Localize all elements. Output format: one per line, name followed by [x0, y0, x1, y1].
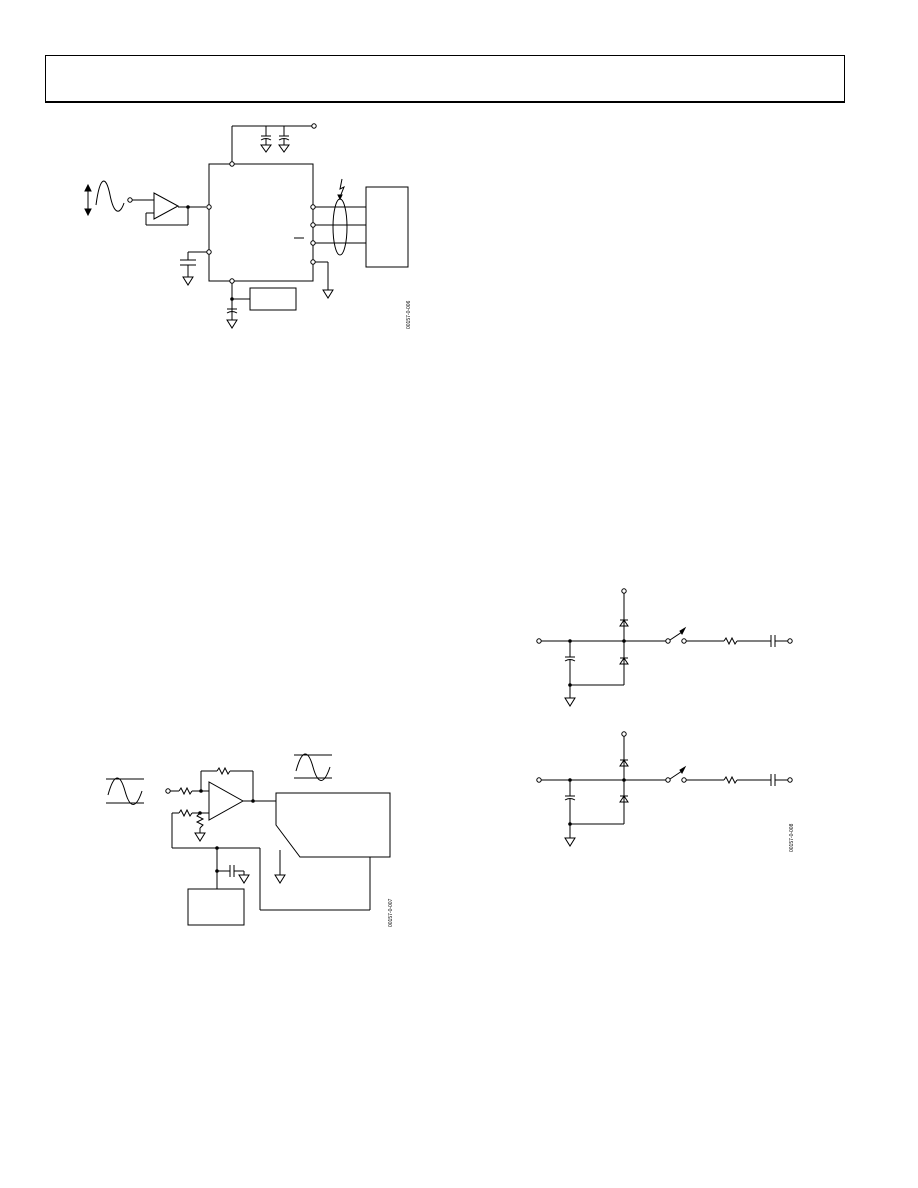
- diode-icon: [619, 619, 629, 627]
- ground-icon: [238, 874, 250, 884]
- ground-icon: [194, 832, 206, 842]
- receiver-block: [365, 186, 409, 268]
- ground-icon: [564, 837, 576, 847]
- figure-code: 00157-0-008: [789, 823, 795, 852]
- opamp-icon: [208, 781, 245, 821]
- figure-code: 00157-0-006: [406, 300, 412, 329]
- reference-block: [187, 888, 245, 926]
- ic-block: [208, 163, 314, 282]
- protection-circuit-b: [536, 731, 793, 847]
- adc-block: [275, 792, 391, 858]
- ground-icon: [564, 697, 576, 707]
- lightning-icon: [339, 178, 345, 198]
- schematic-top-left: 00157-0-006: [84, 123, 412, 329]
- resistor-icon: [723, 775, 738, 785]
- ground-capacitor-icon: [180, 251, 207, 286]
- diode-icon: [619, 795, 629, 803]
- ground-icon: [226, 308, 238, 329]
- page-header: [45, 55, 845, 103]
- sine-input-icon: [106, 777, 144, 805]
- ground-icon: [322, 289, 334, 299]
- decoupling-capacitor-icon: [260, 126, 290, 153]
- sine-output-icon: [294, 753, 332, 781]
- resistor-icon: [723, 636, 738, 646]
- resistor-icon: [195, 812, 205, 829]
- protection-circuit-a: [536, 588, 793, 707]
- figure-code: 00157-0-007: [388, 898, 394, 927]
- reference-block: [249, 287, 297, 311]
- opamp-buffer-icon: [145, 192, 206, 226]
- resistor-icon: [216, 766, 231, 776]
- resistor-icon: [178, 808, 193, 818]
- diode-icon: [619, 759, 629, 767]
- diode-icon: [619, 657, 629, 665]
- sine-source-icon: [84, 180, 125, 217]
- resistor-icon: [178, 786, 193, 796]
- schematic-right: 00157-0-008: [536, 588, 795, 852]
- schematic-bottom-left: 00157-0-007: [106, 753, 394, 927]
- ground-icon: [274, 874, 286, 884]
